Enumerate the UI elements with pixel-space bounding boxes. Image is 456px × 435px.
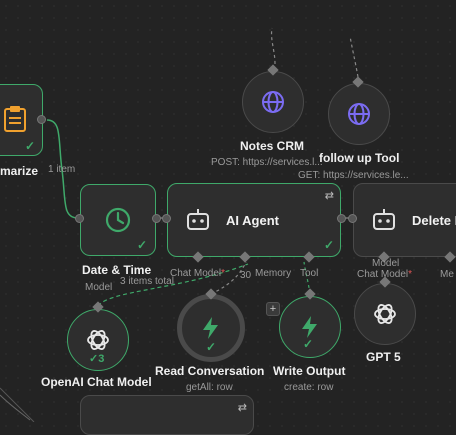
- edge-tool-write: [303, 261, 311, 295]
- date-time-label: Date & Time: [82, 263, 152, 277]
- edge-label-3-items-total: 3 items total: [120, 276, 174, 287]
- success-check-icon: ✓: [303, 337, 314, 351]
- ai-agent-node[interactable]: AI Agent ⇄ ✓: [167, 183, 341, 257]
- follow-up-tool-label: follow up Tool: [319, 151, 400, 165]
- workflow-canvas: [0, 27, 359, 422]
- clipboard-icon: [4, 106, 26, 132]
- gpt5-label: GPT 5: [366, 350, 401, 364]
- edge-model-agent: [97, 263, 249, 307]
- bottom-node[interactable]: ⇄: [80, 395, 254, 435]
- date-time-input-port[interactable]: [75, 214, 84, 223]
- tool-port-label: Tool: [300, 268, 319, 279]
- success-check-icon: ✓: [324, 238, 335, 252]
- edge-summarize-datetime: [46, 119, 79, 219]
- delete-model-port-label: Model: [372, 258, 400, 269]
- ai-agent-title: AI Agent: [226, 213, 279, 228]
- gpt5-node[interactable]: [354, 283, 416, 345]
- edge-follow-top: [349, 35, 359, 78]
- success-check-icon: ✓: [137, 238, 148, 252]
- date-time-node[interactable]: ✓: [80, 184, 156, 256]
- refresh-icon[interactable]: ⇄: [237, 402, 247, 414]
- refresh-icon[interactable]: ⇄: [324, 190, 334, 202]
- read-conversation-operation: getAll: row: [186, 382, 233, 393]
- success-check-icon: ✓: [206, 340, 217, 354]
- clock-icon: [105, 207, 131, 233]
- follow-up-tool-endpoint: GET: https://services.le...: [298, 170, 409, 181]
- delete-input-port[interactable]: [348, 214, 357, 223]
- ai-agent-output-port[interactable]: [337, 214, 346, 223]
- follow-up-tool-node[interactable]: [328, 83, 390, 145]
- globe-icon: [262, 91, 284, 113]
- delete-node[interactable]: Delete I: [353, 183, 456, 257]
- run-count-badge: ✓3: [89, 353, 105, 365]
- edge-memory: [210, 261, 247, 295]
- openai-logo-icon: [87, 330, 109, 350]
- globe-icon: [348, 103, 370, 125]
- ai-agent-input-port[interactable]: [162, 214, 171, 223]
- lightning-icon: [203, 317, 218, 339]
- robot-icon: [187, 209, 209, 230]
- edge-label-1-item: 1 item: [48, 164, 76, 175]
- robot-icon: [373, 209, 395, 230]
- lightning-icon: [302, 316, 317, 338]
- summarize-output-port[interactable]: [37, 115, 46, 124]
- openai-chat-model-label: OpenAI Chat Model: [41, 375, 152, 389]
- write-output-operation: create: row: [284, 382, 334, 393]
- success-check-icon: ✓: [25, 139, 36, 153]
- edge-bottom-left: [0, 394, 31, 421]
- date-time-output-port[interactable]: [152, 214, 161, 223]
- add-memory-button[interactable]: +: [266, 302, 280, 316]
- edge-notes-top: [270, 27, 276, 65]
- notes-crm-endpoint: POST: https://services.l...: [211, 157, 323, 168]
- notes-crm-label: Notes CRM: [240, 139, 305, 153]
- delete-node-title: Delete I: [412, 213, 456, 228]
- openai-chat-model-node[interactable]: ✓3: [67, 309, 129, 371]
- write-output-label: Write Output: [273, 364, 346, 378]
- delete-me-port-label: Me: [440, 269, 454, 280]
- openai-model-port-label: Model: [85, 282, 113, 293]
- read-conversation-label: Read Conversation: [155, 364, 265, 378]
- memory-port-label: Memory: [255, 268, 292, 279]
- write-output-node[interactable]: ✓: [279, 296, 341, 358]
- chat-model-port-label: Chat Model*: [170, 268, 226, 279]
- summarize-label: marize: [0, 164, 39, 178]
- read-conversation-node[interactable]: ✓: [177, 294, 245, 362]
- edge-label-30: 30: [240, 270, 252, 281]
- delete-chat-model-port-label: Chat Model*: [357, 269, 413, 280]
- openai-logo-icon: [374, 304, 396, 324]
- notes-crm-node[interactable]: [242, 71, 304, 133]
